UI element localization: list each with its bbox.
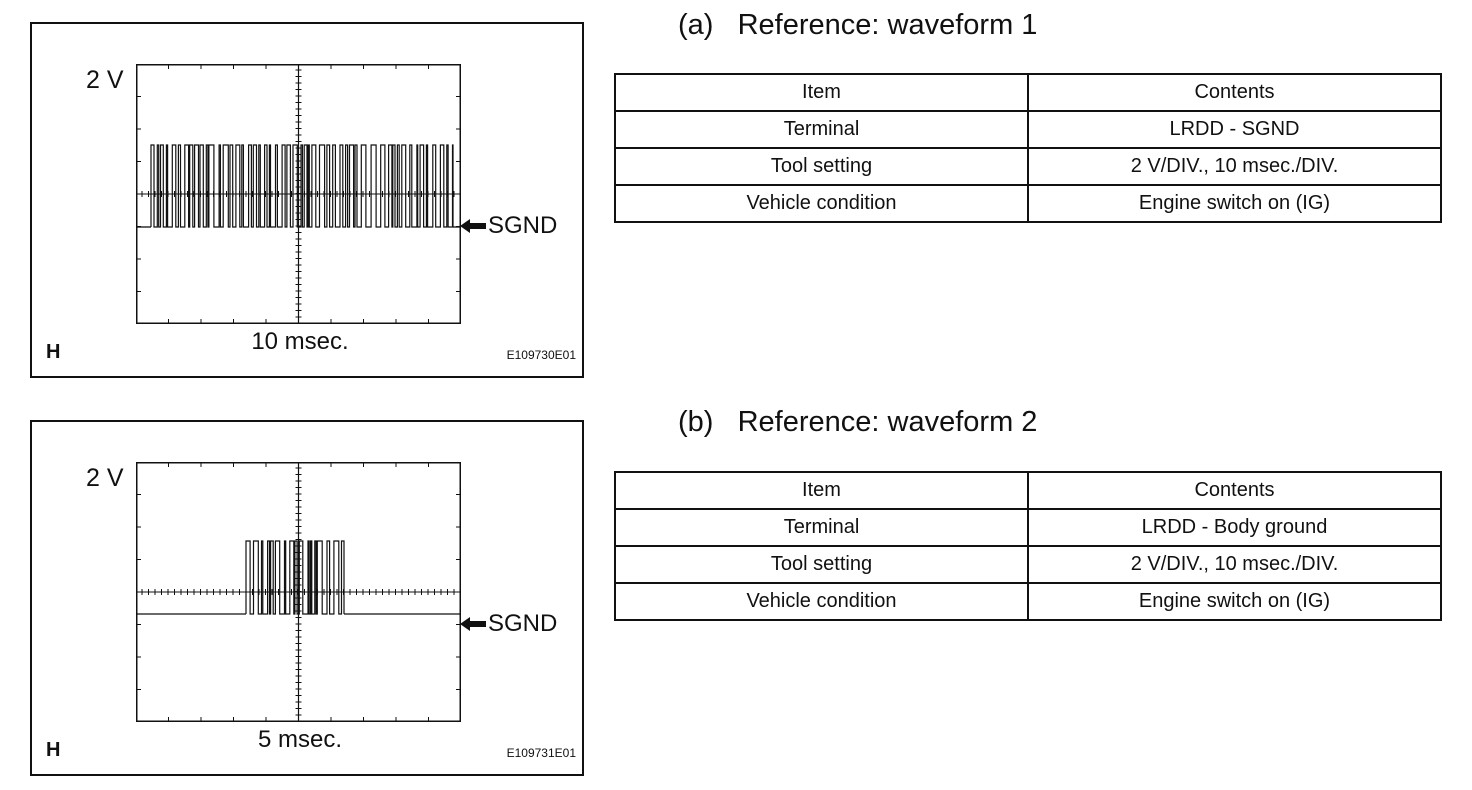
row-contents: Engine switch on (IG) [1027,582,1442,621]
table-row: Terminal LRDD - SGND [614,110,1442,149]
figure-code: E109730E01 [506,348,576,362]
row-item: Vehicle condition [614,582,1029,621]
row-contents: LRDD - Body ground [1027,508,1442,547]
waveform-trace [150,144,454,228]
table-header-row: Item Contents [614,471,1442,510]
section-heading-1: (a) Reference: waveform 1 [678,9,1038,41]
sgnd-label: SGND [488,610,558,637]
sgnd-marker: SGND [460,610,557,638]
oscilloscope-screen-2 [136,462,461,722]
sgnd-marker: SGND [460,212,557,240]
time-per-div-label: 10 msec. [251,328,349,355]
row-contents: 2 V/DIV., 10 msec./DIV. [1027,545,1442,584]
row-item: Tool setting [614,545,1029,584]
waveform-panel-2: 2 V SGND 5 msec. H E109731E01 [30,420,584,776]
header-contents: Contents [1027,471,1442,510]
reference-table-1: Item Contents Terminal LRDD - SGND Tool … [614,73,1442,223]
corner-label: H [46,739,61,761]
table-row: Tool setting 2 V/DIV., 10 msec./DIV. [614,147,1442,186]
corner-label: H [46,341,61,363]
reference-table-2: Item Contents Terminal LRDD - Body groun… [614,471,1442,621]
table-header-row: Item Contents [614,73,1442,112]
table-row: Vehicle condition Engine switch on (IG) [614,582,1442,621]
header-item: Item [614,471,1029,510]
waveform-panel-1: 2 V SGND 10 msec. H E109730E01 [30,22,584,378]
row-item: Tool setting [614,147,1029,186]
section-heading-2: (b) Reference: waveform 2 [678,406,1038,438]
header-item: Item [614,73,1029,112]
figure-code: E109731E01 [506,746,576,760]
waveform-trace [245,540,345,615]
volt-per-div-label: 2 V [86,464,124,492]
volt-per-div-label: 2 V [86,66,124,94]
header-contents: Contents [1027,73,1442,112]
row-contents: Engine switch on (IG) [1027,184,1442,223]
row-contents: 2 V/DIV., 10 msec./DIV. [1027,147,1442,186]
table-row: Terminal LRDD - Body ground [614,508,1442,547]
row-item: Terminal [614,508,1029,547]
oscilloscope-screen-1 [136,64,461,324]
left-arrow-icon [460,617,486,631]
table-row: Tool setting 2 V/DIV., 10 msec./DIV. [614,545,1442,584]
row-item: Terminal [614,110,1029,149]
time-per-div-label: 5 msec. [257,726,343,753]
sgnd-label: SGND [488,212,558,239]
row-item: Vehicle condition [614,184,1029,223]
row-contents: LRDD - SGND [1027,110,1442,149]
table-row: Vehicle condition Engine switch on (IG) [614,184,1442,223]
left-arrow-icon [460,219,486,233]
